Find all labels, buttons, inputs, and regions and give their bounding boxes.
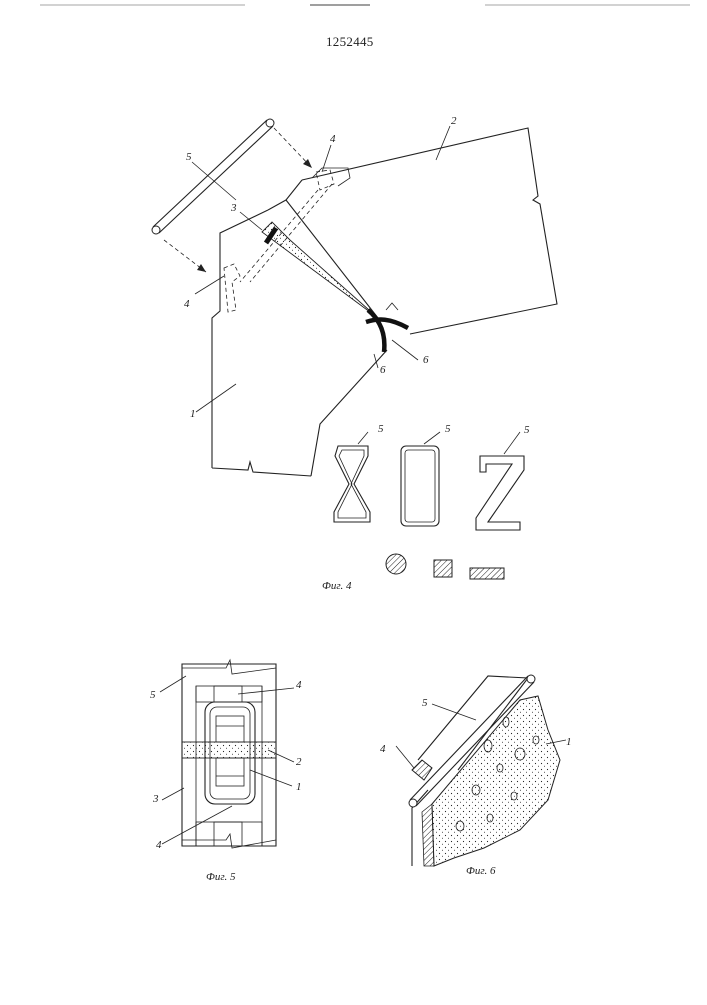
fig4-label-5-profile-b: 5 bbox=[445, 423, 451, 435]
fig4-part4-groove-bottom bbox=[224, 264, 240, 312]
fig4-caption: Фиг. 4 bbox=[322, 580, 352, 592]
fig4-part6-clip bbox=[366, 310, 408, 352]
fig6-caption: Фиг. 6 bbox=[466, 865, 496, 877]
fig5-label-3: 3 bbox=[152, 793, 159, 805]
fig6-label-4: 4 bbox=[380, 743, 386, 755]
fig5-bottom-block bbox=[196, 822, 262, 846]
fig4-part4-groove-top bbox=[240, 170, 334, 282]
fig4-label-6-bottom: 6 bbox=[380, 364, 386, 376]
fig4-part3-seal bbox=[262, 222, 378, 318]
fig5-bottom-insert bbox=[214, 822, 242, 846]
fig4-part5-rod bbox=[152, 119, 274, 234]
fig4-section-strip bbox=[470, 568, 504, 579]
fig4-label-3: 3 bbox=[230, 202, 237, 214]
figure-6: 5 4 1 Фиг. 6 bbox=[380, 675, 572, 877]
fig5-label-4-top: 4 bbox=[296, 679, 302, 691]
fig6-joint-strip bbox=[422, 804, 434, 866]
fig5-top-insert bbox=[214, 686, 242, 702]
fig4-profile-hourglass bbox=[334, 432, 370, 522]
patent-number: 1252445 bbox=[326, 34, 374, 50]
fig4-label-5-profile-a: 5 bbox=[378, 423, 384, 435]
fig4-profile-z bbox=[476, 432, 524, 530]
fig4-label-6-right: 6 bbox=[423, 354, 429, 366]
fig4-label-4-bottom: 4 bbox=[184, 298, 190, 310]
fig5-part2-seal-band bbox=[182, 742, 276, 758]
fig4-part6-nub bbox=[386, 303, 398, 310]
fig4-label-5-rod: 5 bbox=[186, 151, 192, 163]
fig6-label-5: 5 bbox=[422, 697, 428, 709]
fig5-break-top bbox=[182, 660, 276, 674]
fig5-label-2: 2 bbox=[296, 756, 302, 768]
fig4-label-5-profile-c: 5 bbox=[524, 424, 530, 436]
fig5-top-block bbox=[196, 686, 262, 702]
fig5-label-4-bottom: 4 bbox=[156, 839, 162, 851]
fig5-part4-tab-bottom bbox=[216, 758, 244, 786]
fig5-caption: Фиг. 5 bbox=[206, 871, 236, 883]
fig4-section-square bbox=[434, 560, 452, 577]
fig6-label-1: 1 bbox=[566, 736, 572, 748]
fig4-profile-rectangle bbox=[401, 432, 440, 526]
fig5-leaders bbox=[160, 676, 294, 844]
fig4-section-circle bbox=[386, 554, 406, 574]
fig5-label-5: 5 bbox=[150, 689, 156, 701]
fig4-joint-line bbox=[268, 200, 378, 318]
figure-4: 2 4 5 3 4 1 6 6 5 5 bbox=[152, 115, 557, 592]
fig4-label-4-top: 4 bbox=[330, 133, 336, 145]
fig4-label-2: 2 bbox=[451, 115, 457, 127]
fig4-label-1: 1 bbox=[190, 408, 196, 420]
figure-5: 5 4 2 1 3 4 Фиг. 5 bbox=[150, 660, 302, 883]
fig5-part4-tab-top bbox=[216, 716, 244, 742]
fig5-label-1: 1 bbox=[296, 781, 302, 793]
fig6-part4-clip bbox=[412, 760, 432, 780]
